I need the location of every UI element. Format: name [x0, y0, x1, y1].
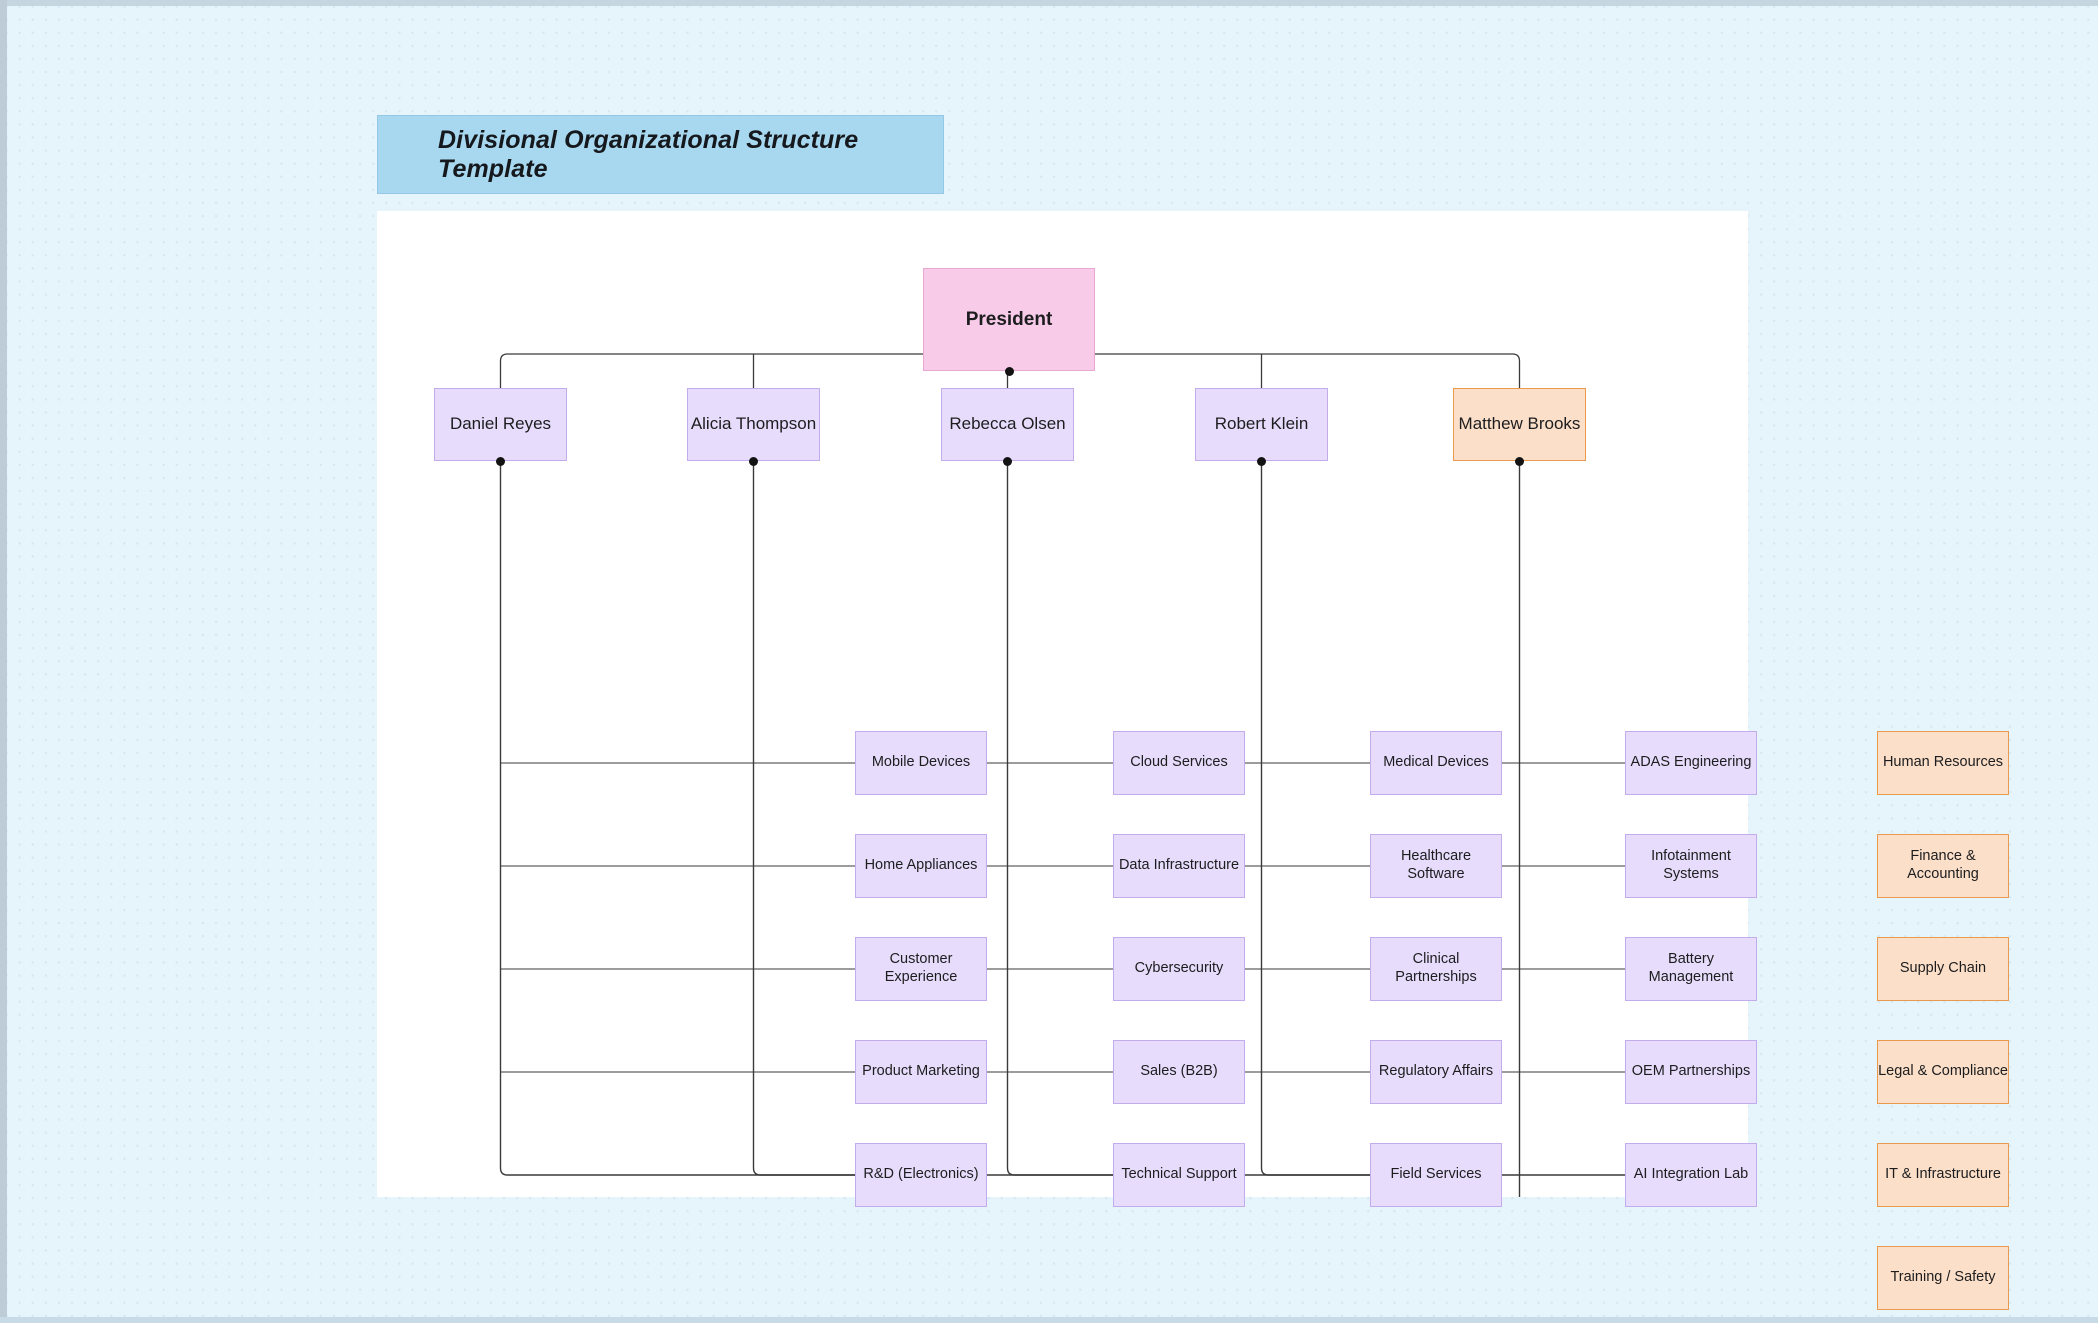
node-label: Matthew Brooks [1458, 414, 1581, 434]
node-r-d-electronics[interactable]: R&D (Electronics) [855, 1143, 987, 1207]
window-top-edge [0, 0, 2098, 6]
node-robert-klein[interactable]: Robert Klein [1195, 388, 1328, 461]
node-oem-partnerships[interactable]: OEM Partnerships [1625, 1040, 1757, 1104]
node-product-marketing[interactable]: Product Marketing [855, 1040, 987, 1104]
node-home-appliances[interactable]: Home Appliances [855, 834, 987, 898]
node-label: Medical Devices [1383, 754, 1489, 771]
node-label: Human Resources [1882, 754, 2004, 771]
node-label: President [965, 308, 1053, 330]
node-label: Alicia Thompson [690, 414, 817, 434]
node-healthcare-software[interactable]: Healthcare Software [1370, 834, 1502, 898]
node-label: Mobile Devices [871, 754, 971, 771]
title-banner[interactable]: Divisional Organizational Structure Temp… [377, 115, 944, 194]
node-cybersecurity[interactable]: Cybersecurity [1113, 937, 1245, 1001]
node-label: AI Integration Lab [1633, 1166, 1749, 1183]
node-label: Healthcare Software [1400, 848, 1472, 882]
node-mobile-devices[interactable]: Mobile Devices [855, 731, 987, 795]
node-data-infrastructure[interactable]: Data Infrastructure [1113, 834, 1245, 898]
node-matthew-brooks[interactable]: Matthew Brooks [1453, 388, 1586, 461]
node-label: Clinical Partnerships [1395, 951, 1477, 985]
node-it-infrastructure[interactable]: IT & Infrastructure [1877, 1143, 2009, 1207]
node-rebecca-olsen[interactable]: Rebecca Olsen [941, 388, 1074, 461]
node-label: Technical Support [1121, 1166, 1237, 1183]
node-label: Training / Safety [1890, 1269, 1996, 1286]
node-customer-experience[interactable]: Customer Experience [855, 937, 987, 1001]
node-legal-compliance[interactable]: Legal & Compliance [1877, 1040, 2009, 1104]
node-field-services[interactable]: Field Services [1370, 1143, 1502, 1207]
node-label: Legal & Compliance [1878, 1063, 2008, 1080]
node-battery-management[interactable]: Battery Management [1625, 937, 1757, 1001]
window-left-edge [0, 0, 7, 1323]
node-label: Finance & Accounting [1907, 848, 1979, 882]
connector-dot-root [1004, 366, 1014, 376]
node-label: Data Infrastructure [1118, 857, 1240, 874]
page-title: Divisional Organizational Structure Temp… [438, 125, 859, 183]
node-label: Regulatory Affairs [1378, 1063, 1494, 1080]
node-clinical-partnerships[interactable]: Clinical Partnerships [1370, 937, 1502, 1001]
node-label: IT & Infrastructure [1885, 1166, 2001, 1183]
node-label: Cloud Services [1130, 754, 1228, 771]
node-technical-support[interactable]: Technical Support [1113, 1143, 1245, 1207]
node-infotainment-systems[interactable]: Infotainment Systems [1625, 834, 1757, 898]
node-regulatory-affairs[interactable]: Regulatory Affairs [1370, 1040, 1502, 1104]
connector-dot-matthew-brooks [1515, 456, 1524, 466]
connector-dot-alicia-thompson [749, 456, 758, 466]
node-finance-accounting[interactable]: Finance & Accounting [1877, 834, 2009, 898]
node-label: Daniel Reyes [449, 414, 552, 434]
node-daniel-reyes[interactable]: Daniel Reyes [434, 388, 567, 461]
node-label: Robert Klein [1214, 414, 1309, 434]
node-label: Field Services [1390, 1166, 1482, 1183]
node-supply-chain[interactable]: Supply Chain [1877, 937, 2009, 1001]
node-label: Home Appliances [864, 857, 978, 874]
node-ai-integration-lab[interactable]: AI Integration Lab [1625, 1143, 1757, 1207]
node-training-safety[interactable]: Training / Safety [1877, 1246, 2009, 1310]
node-label: R&D (Electronics) [863, 1166, 979, 1183]
node-label: ADAS Engineering [1630, 754, 1752, 771]
node-label: Sales (B2B) [1140, 1063, 1218, 1080]
node-label: Battery Management [1648, 951, 1734, 985]
connector-dot-rebecca-olsen [1003, 456, 1012, 466]
window-bottom-edge [0, 1317, 2098, 1323]
node-label: Product Marketing [862, 1063, 980, 1080]
node-label: Supply Chain [1899, 960, 1987, 977]
node-human-resources[interactable]: Human Resources [1877, 731, 2009, 795]
node-president[interactable]: President [923, 268, 1095, 371]
node-cloud-services[interactable]: Cloud Services [1113, 731, 1245, 795]
node-medical-devices[interactable]: Medical Devices [1370, 731, 1502, 795]
node-alicia-thompson[interactable]: Alicia Thompson [687, 388, 820, 461]
node-label: Customer Experience [884, 951, 958, 985]
node-sales-b2b[interactable]: Sales (B2B) [1113, 1040, 1245, 1104]
node-label: OEM Partnerships [1631, 1063, 1751, 1080]
connector-dot-daniel-reyes [496, 456, 505, 466]
node-label: Infotainment Systems [1651, 848, 1731, 882]
connector-dot-robert-klein [1257, 456, 1266, 466]
node-adas-engineering[interactable]: ADAS Engineering [1625, 731, 1757, 795]
node-label: Rebecca Olsen [949, 414, 1066, 434]
node-label: Cybersecurity [1134, 960, 1224, 977]
